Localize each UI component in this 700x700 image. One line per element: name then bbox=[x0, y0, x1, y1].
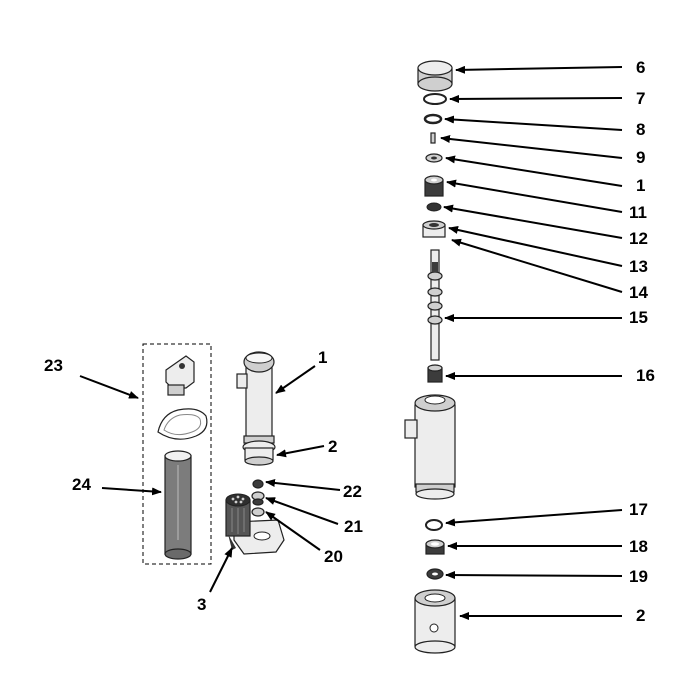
callout-9: 9 bbox=[636, 148, 645, 167]
callout-23: 23 bbox=[44, 356, 63, 375]
callout-6: 6 bbox=[636, 58, 645, 77]
leader-1-left bbox=[275, 365, 316, 394]
part-16-nut bbox=[427, 364, 443, 383]
leader-2-left bbox=[276, 445, 325, 458]
callout-2-left: 2 bbox=[328, 437, 337, 456]
part-8-o-ring bbox=[423, 113, 443, 125]
part-12-ring bbox=[426, 202, 442, 212]
part-18-bushing bbox=[425, 539, 445, 555]
part-24-tube bbox=[164, 450, 192, 560]
part-1-cylinder-left bbox=[236, 351, 276, 454]
leader-11 bbox=[446, 179, 623, 213]
part-23-elbow-fitting bbox=[165, 355, 195, 396]
callout-3: 3 bbox=[197, 595, 206, 614]
callout-14: 14 bbox=[629, 283, 648, 302]
leader-9 bbox=[440, 135, 623, 159]
leader-1-right bbox=[445, 155, 623, 187]
leader-17 bbox=[445, 509, 623, 527]
callout-22: 22 bbox=[343, 482, 362, 501]
callout-21: 21 bbox=[344, 517, 363, 536]
leader-19 bbox=[445, 571, 623, 580]
part-2-base-right bbox=[414, 589, 456, 654]
leader-7 bbox=[449, 94, 623, 103]
leader-6 bbox=[455, 65, 623, 74]
part-23-seal-ring bbox=[157, 408, 208, 440]
leader-21 bbox=[265, 497, 339, 525]
part-11-bushing bbox=[424, 175, 444, 197]
leader-22 bbox=[265, 478, 341, 491]
part-22-small-ring bbox=[252, 479, 264, 489]
part-2-cup-left bbox=[244, 447, 274, 466]
callout-17: 17 bbox=[629, 500, 648, 519]
callout-11: 11 bbox=[629, 203, 647, 222]
callout-16: 16 bbox=[636, 366, 655, 385]
callout-1-right: 1 bbox=[636, 176, 645, 195]
leader-24 bbox=[101, 487, 162, 496]
callout-13: 13 bbox=[629, 257, 648, 276]
kit-dashed-box bbox=[142, 343, 212, 565]
callout-18: 18 bbox=[629, 537, 648, 556]
part-17-o-ring bbox=[425, 519, 443, 531]
callout-24: 24 bbox=[72, 475, 91, 494]
callout-2-right: 2 bbox=[636, 606, 645, 625]
main-body-cylinder bbox=[404, 394, 456, 500]
callout-8: 8 bbox=[636, 120, 645, 139]
callout-7: 7 bbox=[636, 89, 645, 108]
leader-3 bbox=[209, 547, 233, 593]
part-9-pin bbox=[430, 132, 436, 144]
part-21-small-spring bbox=[251, 491, 265, 506]
leader-8 bbox=[444, 115, 623, 131]
leader-13 bbox=[448, 226, 623, 267]
callout-15: 15 bbox=[629, 308, 648, 327]
callout-1-left: 1 bbox=[318, 348, 327, 367]
leader-12 bbox=[443, 204, 623, 239]
part-7-clip bbox=[423, 93, 447, 105]
callout-12: 12 bbox=[629, 229, 648, 248]
callout-19: 19 bbox=[629, 567, 648, 586]
part-15-shaft bbox=[427, 249, 443, 361]
leader-20 bbox=[265, 511, 321, 551]
part-20-small-valve bbox=[251, 507, 265, 517]
leader-23 bbox=[79, 375, 139, 399]
leader-14 bbox=[451, 238, 623, 293]
callout-20: 20 bbox=[324, 547, 343, 566]
part-19-nut bbox=[426, 568, 444, 580]
part-1-washer-right bbox=[425, 153, 443, 163]
part-13-collar bbox=[422, 220, 446, 238]
part-6-cap bbox=[417, 60, 453, 92]
